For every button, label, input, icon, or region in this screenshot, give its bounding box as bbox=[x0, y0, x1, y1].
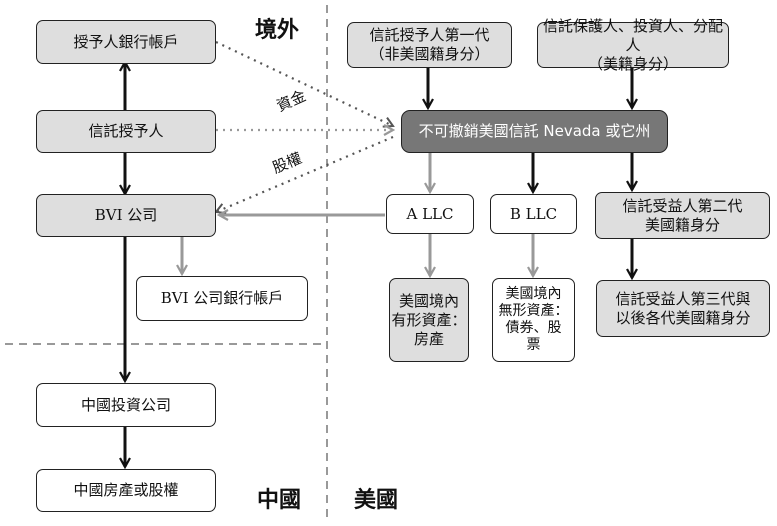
bvi-bank-account-node: BVI 公司銀行帳戶 bbox=[136, 276, 308, 321]
china-property-equity-node: 中國房產或股權 bbox=[36, 469, 216, 512]
region-label-usa: 美國 bbox=[354, 488, 399, 513]
b-llc-node: B LLC bbox=[490, 194, 577, 234]
third-generation-beneficiary-node: 信託受益人第三代與 以後各代美國籍身分 bbox=[596, 280, 770, 337]
china-investment-company-node: 中國投資公司 bbox=[36, 383, 216, 427]
dotted-equity-link bbox=[216, 135, 394, 212]
first-generation-grantor-node: 信託授予人第一代 （非美國籍身分） bbox=[347, 22, 512, 68]
region-label-offshore: 境外 bbox=[255, 18, 300, 43]
a-llc-node: A LLC bbox=[386, 194, 474, 234]
protector-investor-distributor-node: 信託保護人、投資人、分配人 （美籍身分） bbox=[537, 17, 729, 73]
grantor-node: 信託授予人 bbox=[36, 110, 216, 153]
bvi-company-node: BVI 公司 bbox=[36, 194, 216, 237]
irrevocable-us-trust-node: 不可撤銷美國信託 Nevada 或它州 bbox=[401, 110, 668, 153]
second-generation-beneficiary-node: 信託受益人第二代 美國籍身分 bbox=[595, 192, 770, 239]
region-label-china: 中國 bbox=[257, 488, 302, 513]
grantor-bank-account-node: 授予人銀行帳戶 bbox=[36, 20, 216, 64]
us-tangible-assets-node: 美國境內 有形資產： 房產 bbox=[389, 278, 469, 362]
us-intangible-assets-node: 美國境內 無形資產： 債券、股 票 bbox=[492, 278, 575, 362]
